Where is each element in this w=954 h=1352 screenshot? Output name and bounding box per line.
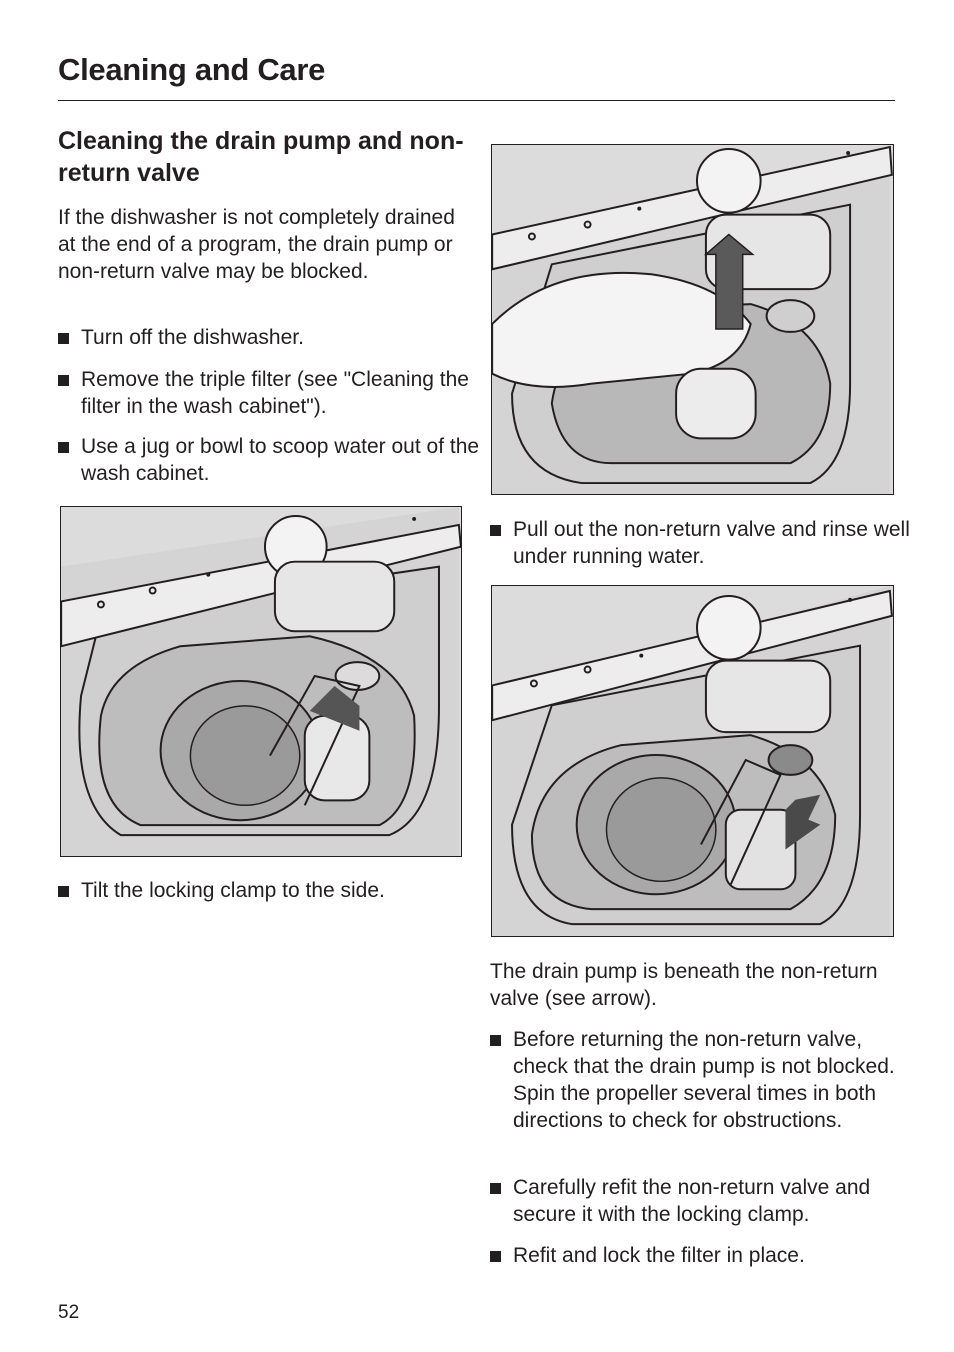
step-text: Use a jug or bowl to scoop water out of …	[81, 435, 480, 485]
step-text: Refit and lock the filter in place.	[513, 1244, 805, 1267]
step-text: Pull out the non-return valve and rinse …	[513, 518, 910, 568]
bullet-square	[58, 886, 69, 897]
bullet-square	[58, 333, 69, 344]
bullet-square	[490, 1251, 501, 1262]
step-text: Remove the triple filter (see "Cleaning …	[81, 368, 469, 418]
section-title: Cleaning and Care	[58, 52, 326, 87]
bullet-square	[58, 442, 69, 453]
step-text: Carefully refit the non-return valve and…	[513, 1176, 871, 1226]
step-check-pump: Before returning the non-return valve, c…	[490, 1026, 913, 1134]
step-text: Tilt the locking clamp to the side.	[81, 879, 385, 902]
step-remove-filter: Remove the triple filter (see "Cleaning …	[58, 366, 491, 420]
page-number: 52	[58, 1302, 80, 1323]
step-text: Turn off the dishwasher.	[81, 326, 304, 349]
illustration-pull-valve	[491, 144, 894, 495]
clamp-illustration-drawing	[61, 507, 461, 856]
drain-pump-note: The drain pump is beneath the non-return…	[490, 960, 878, 1010]
header-rule	[58, 100, 895, 101]
drain-pump-illustration-drawing	[492, 586, 893, 936]
illustration-locking-clamp	[60, 506, 462, 857]
pull-valve-illustration-drawing	[492, 145, 893, 494]
intro-paragraph: If the dishwasher is not completely drai…	[58, 206, 455, 283]
bullet-square	[490, 1183, 501, 1194]
step-turn-off: Turn off the dishwasher.	[58, 324, 491, 351]
step-text: Before returning the non-return valve, c…	[513, 1028, 895, 1132]
bullet-square	[58, 375, 69, 386]
step-tilt-clamp: Tilt the locking clamp to the side.	[58, 877, 491, 904]
step-refit-valve: Carefully refit the non-return valve and…	[490, 1174, 913, 1228]
step-scoop-water: Use a jug or bowl to scoop water out of …	[58, 433, 491, 487]
bullet-square	[490, 1035, 501, 1046]
step-refit-filter: Refit and lock the filter in place.	[490, 1242, 913, 1269]
illustration-drain-pump	[491, 585, 894, 937]
subheading: Cleaning the drain pump and non-return v…	[58, 127, 464, 187]
bullet-square	[490, 525, 501, 536]
step-pull-valve: Pull out the non-return valve and rinse …	[490, 516, 913, 570]
